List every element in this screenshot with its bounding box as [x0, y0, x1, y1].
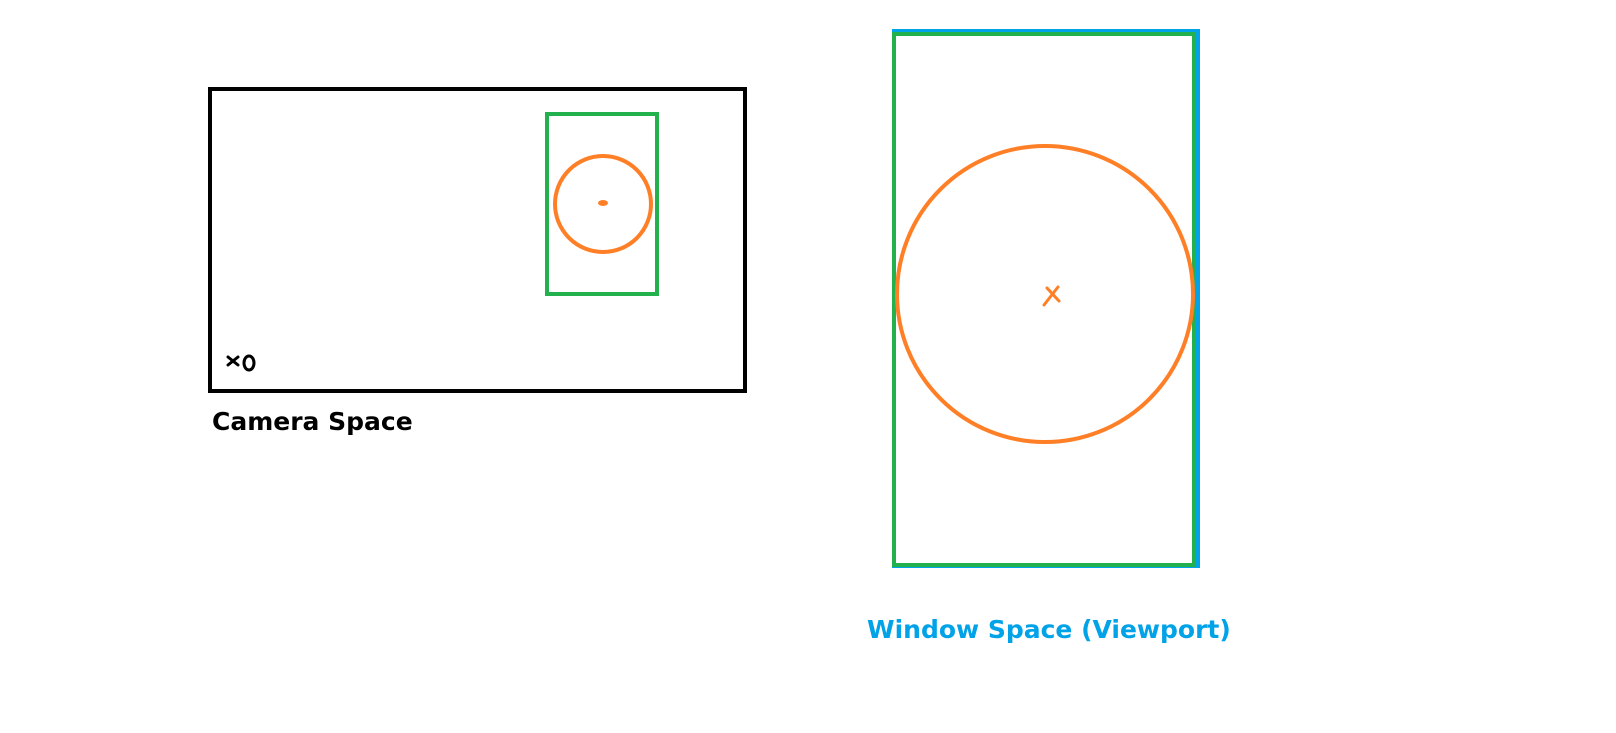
camera-space-frame — [208, 87, 747, 393]
window-space-outer-frame — [892, 29, 1200, 568]
origin-mark — [226, 354, 256, 372]
window-circle — [895, 144, 1195, 444]
window-space-label: Window Space (Viewport) — [867, 615, 1231, 644]
window-space-viewport-frame — [892, 32, 1196, 567]
camera-viewport-rect — [545, 112, 659, 296]
camera-circle-center-dot — [598, 200, 608, 206]
camera-circle — [553, 154, 653, 254]
camera-space-label: Camera Space — [212, 407, 413, 436]
window-circle-center-cross — [1042, 285, 1061, 307]
